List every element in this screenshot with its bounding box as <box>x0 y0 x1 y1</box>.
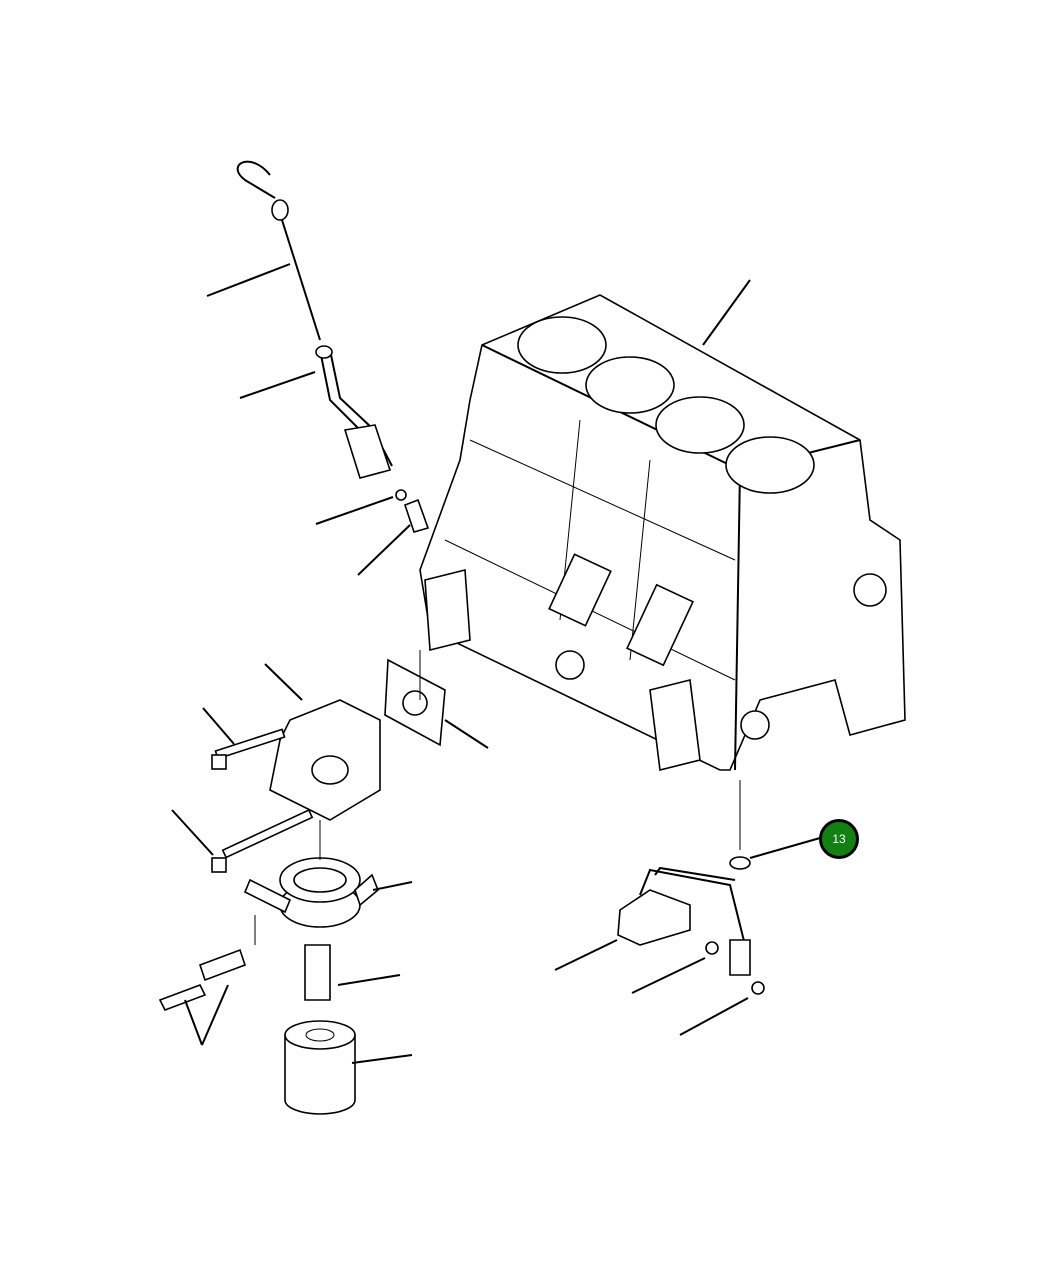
oil-strainer <box>617 856 765 995</box>
cylinder-block <box>419 294 906 771</box>
callout-badge-13[interactable]: 13 <box>819 819 859 859</box>
dipstick <box>236 160 430 533</box>
oil-filter-housing <box>211 699 381 873</box>
oil-cooler <box>158 857 379 1012</box>
leader-lines <box>171 263 821 1064</box>
oil-filter <box>284 1020 356 1115</box>
callout-label: 13 <box>832 832 846 846</box>
